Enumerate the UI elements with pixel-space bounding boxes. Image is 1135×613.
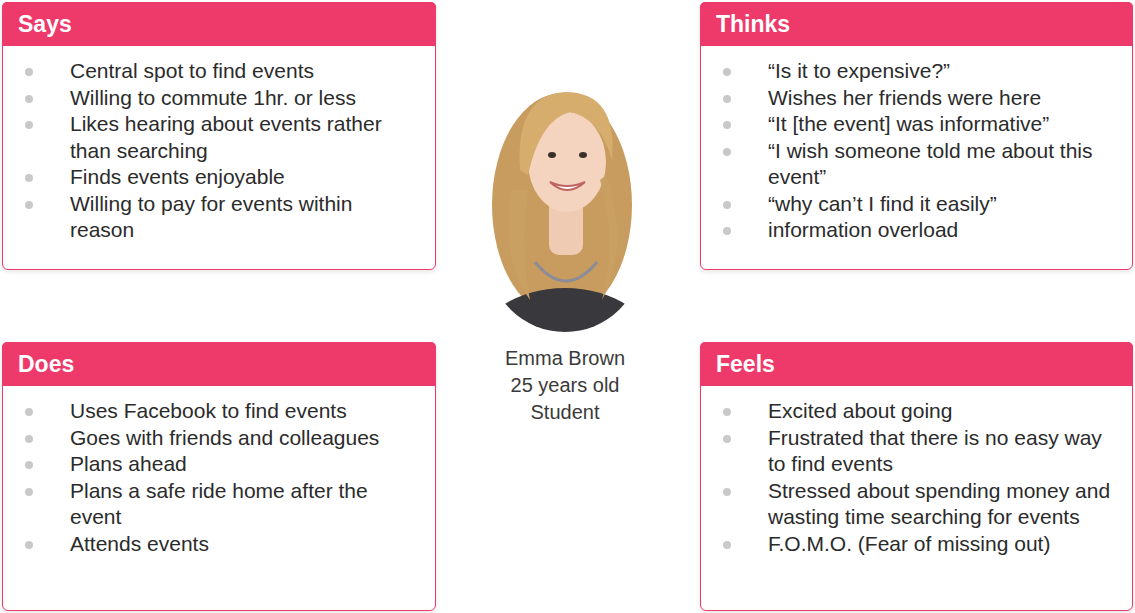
bullet-text: Willing to commute 1hr. or less [70,85,421,112]
quadrant-heading: Says [2,2,436,46]
bullet-text: Willing to pay for events within reason [70,191,421,244]
bullet-dot [25,174,33,182]
bullet-item: Wishes her friends were here [701,85,1132,112]
bullet-text: Plans a safe ride home after the event [70,478,421,531]
quadrant-heading: Feels [700,342,1133,386]
bullet-dot [723,95,731,103]
bullet-item: F.O.M.O. (Fear of missing out) [701,531,1132,558]
bullet-item: Excited about going [701,398,1132,425]
bullet-dot [25,68,33,76]
bullet-item: “Is it to expensive?” [701,58,1132,85]
persona-caption: Student [465,399,665,425]
bullet-text: Wishes her friends were here [768,85,1118,112]
bullet-dot [723,201,731,209]
bullet-item: Plans a safe ride home after the event [3,478,435,531]
persona-caption: Emma Brown [465,345,665,371]
bullet-text: Likes hearing about events rather than s… [70,111,421,164]
bullet-text: “I wish someone told me about this event… [768,138,1118,191]
eye [579,152,587,158]
bullet-dot [25,121,33,129]
quadrant-box: Thinks“Is it to expensive?”Wishes her fr… [700,2,1133,270]
bullet-item: information overload [701,217,1132,244]
bullet-text: Attends events [70,531,421,558]
bullet-item: Willing to commute 1hr. or less [3,85,435,112]
eye [548,152,556,158]
quadrant-box: FeelsExcited about goingFrustrated that … [700,342,1133,611]
bullet-text: Excited about going [768,398,1118,425]
bullet-item: “It [the event] was informative” [701,111,1132,138]
necklace [535,262,597,281]
bullet-text: Stressed about spending money and wastin… [768,478,1118,531]
bullet-item: Likes hearing about events rather than s… [3,111,435,164]
bullet-item: Attends events [3,531,435,558]
hair-right [600,175,617,300]
bullet-dot [25,541,33,549]
bullet-dot [723,148,731,156]
bullet-dot [723,488,731,496]
bullet-item: Goes with friends and colleagues [3,425,435,452]
bullet-text: Uses Facebook to find events [70,398,421,425]
bullet-text: information overload [768,217,1118,244]
hair-left [509,190,530,300]
persona-caption: 25 years old [465,372,665,398]
bullet-item: Central spot to find events [3,58,435,85]
bullet-item: Willing to pay for events within reason [3,191,435,244]
bullet-dot [25,461,33,469]
bullet-dot [25,488,33,496]
bullet-item: Frustrated that there is no easy way to … [701,425,1132,478]
bullet-text: “It [the event] was informative” [768,111,1118,138]
bullet-text: Finds events enjoyable [70,164,421,191]
bullet-dot [723,68,731,76]
hair-front [520,92,613,175]
bullet-list: Excited about goingFrustrated that there… [701,386,1132,557]
smile [550,182,585,190]
bullet-text: F.O.M.O. (Fear of missing out) [768,531,1118,558]
bullet-text: “Is it to expensive?” [768,58,1118,85]
bullet-dot [25,201,33,209]
bullet-dot [25,435,33,443]
quadrant-box: DoesUses Facebook to find eventsGoes wit… [2,342,436,611]
hair-back [492,93,632,317]
bullet-text: Frustrated that there is no easy way to … [768,425,1118,478]
bullet-dot [723,121,731,129]
bullet-item: Stressed about spending money and wastin… [701,478,1132,531]
bullet-text: Goes with friends and colleagues [70,425,421,452]
bullet-dot [25,408,33,416]
bullet-dot [723,227,731,235]
bullet-dot [723,541,731,549]
bullet-item: Plans ahead [3,451,435,478]
bullet-dot [723,435,731,443]
bullet-dot [25,95,33,103]
bullet-text: Plans ahead [70,451,421,478]
bullet-item: Uses Facebook to find events [3,398,435,425]
bullet-text: “why can’t I find it easily” [768,191,1118,218]
bullet-item: “why can’t I find it easily” [701,191,1132,218]
bullet-list: Uses Facebook to find eventsGoes with fr… [3,386,435,557]
bullet-item: “I wish someone told me about this event… [701,138,1132,191]
bullet-text: Central spot to find events [70,58,421,85]
quadrant-heading: Thinks [700,2,1133,46]
bullet-dot [723,408,731,416]
quadrant-heading: Does [2,342,436,386]
bullet-list: Central spot to find eventsWilling to co… [3,46,435,244]
quadrant-box: SaysCentral spot to find eventsWilling t… [2,2,436,270]
bullet-list: “Is it to expensive?”Wishes her friends … [701,46,1132,244]
bullet-item: Finds events enjoyable [3,164,435,191]
